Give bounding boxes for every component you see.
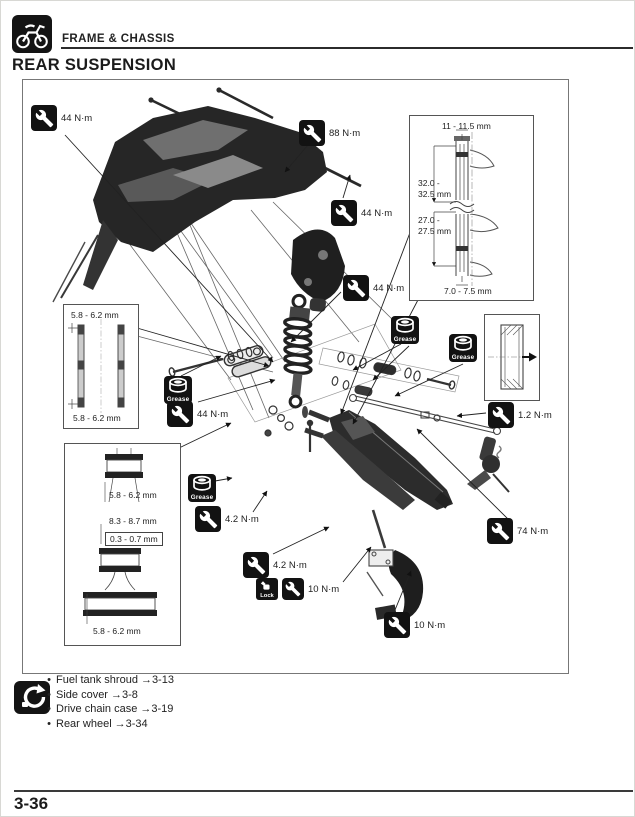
motorcycle-icon [12,15,52,53]
torque-label: 74 N·m [487,518,548,544]
list-item: • Drive chain case → 3-19 [44,703,174,718]
page-number: 3-36 [14,794,49,813]
bullet: • [47,674,51,686]
measurement-label: 27.5 mm [418,226,452,236]
wrench-icon [243,552,269,578]
bullet: • [47,688,51,701]
removal-parts-icon [14,681,50,714]
bullet: • [47,717,51,730]
measurement-label: 7.0 - 7.5 mm [444,286,492,296]
wrench-icon [488,402,514,428]
reference-list: • Fuel tank shroud → 3-13 • Side cover →… [44,674,174,732]
grease-icon: Grease [391,316,419,344]
inset-box-pivot-depths: 11 - 11.5 mm 32.0 - 32.5 mm 27.0 - 27.5 … [409,115,534,301]
ref-page: 3-34 [125,717,148,730]
grease-icon: Grease [449,334,477,362]
torque-label: 44 N·m [31,105,92,131]
torque-label: 4.2 N·m [243,552,307,578]
ref-label: Drive chain case [56,703,138,716]
wrench-icon [384,612,410,638]
measurement-label: 32.5 mm [418,189,452,199]
measurement-label: 8.3 - 8.7 mm [109,516,157,526]
exploded-diagram-art [52,87,510,622]
measurement-label: 5.8 - 6.2 mm [71,310,119,320]
ref-label: Rear wheel [56,717,112,730]
ref-arrow: → [114,717,126,730]
list-item: • Rear wheel → 3-34 [44,718,174,733]
torque-label: 4.2 N·m [195,506,259,532]
torque-label: 10 N·m [384,612,445,638]
list-item: • Fuel tank shroud → 3-13 [44,674,174,689]
ref-arrow: → [110,688,122,701]
exploded-diagram-frame: 44 N·m 88 N·m 44 N·m 44 N·m 44 N·m 1.2 N… [22,79,569,674]
torque-label: 1.2 N·m [488,402,552,428]
wrench-icon [331,200,357,226]
measurement-label: 27.0 - [418,215,440,225]
measurement-label: 11 - 11.5 mm [442,121,491,131]
measurement-label: 0.3 - 0.7 mm [105,532,163,546]
torque-label: 44 N·m [343,275,404,301]
inset-box-damper-rubbers: 5.8 - 6.2 mm 8.3 - 8.7 mm 0.3 - 0.7 mm 5… [64,443,181,646]
ref-page: 3-8 [121,688,138,701]
ref-page: 3-19 [151,703,174,716]
wrench-icon [343,275,369,301]
wrench-icon [195,506,221,532]
torque-label: 88 N·m [299,120,360,146]
chapter-rule [61,47,633,49]
ref-label: Side cover [56,688,108,701]
measurement-label: 5.8 - 6.2 mm [109,490,157,500]
torque-label-with-lock: Lock 10 N·m [256,578,339,600]
wrench-icon [282,578,304,600]
measurement-label: 32.0 - [418,178,440,188]
lock-agent-icon: Lock [256,578,278,600]
measurement-label: 5.8 - 6.2 mm [93,626,141,636]
ref-label: Fuel tank shroud [56,674,138,686]
measurement-label: 5.8 - 6.2 mm [73,413,121,423]
list-item: • Side cover → 3-8 [44,689,174,704]
page-title: REAR SUSPENSION [12,56,177,74]
footer-rule [14,790,633,793]
bullet: • [47,703,51,716]
inset-box-collar [484,314,540,401]
wrench-icon [299,120,325,146]
ref-arrow: → [140,674,152,686]
wrench-icon [487,518,513,544]
wrench-icon [31,105,57,131]
torque-label: 44 N·m [167,401,228,427]
torque-label: 44 N·m [331,200,392,226]
grease-icon: Grease [188,474,216,502]
grease-icon: Grease [164,376,192,404]
inset-box-bushing: 5.8 - 6.2 mm 5.8 - 6.2 mm [63,304,139,429]
wrench-icon [167,401,193,427]
chapter-title: FRAME & CHASSIS [62,33,175,45]
ref-page: 3-13 [151,674,174,686]
ref-arrow: → [140,703,152,716]
